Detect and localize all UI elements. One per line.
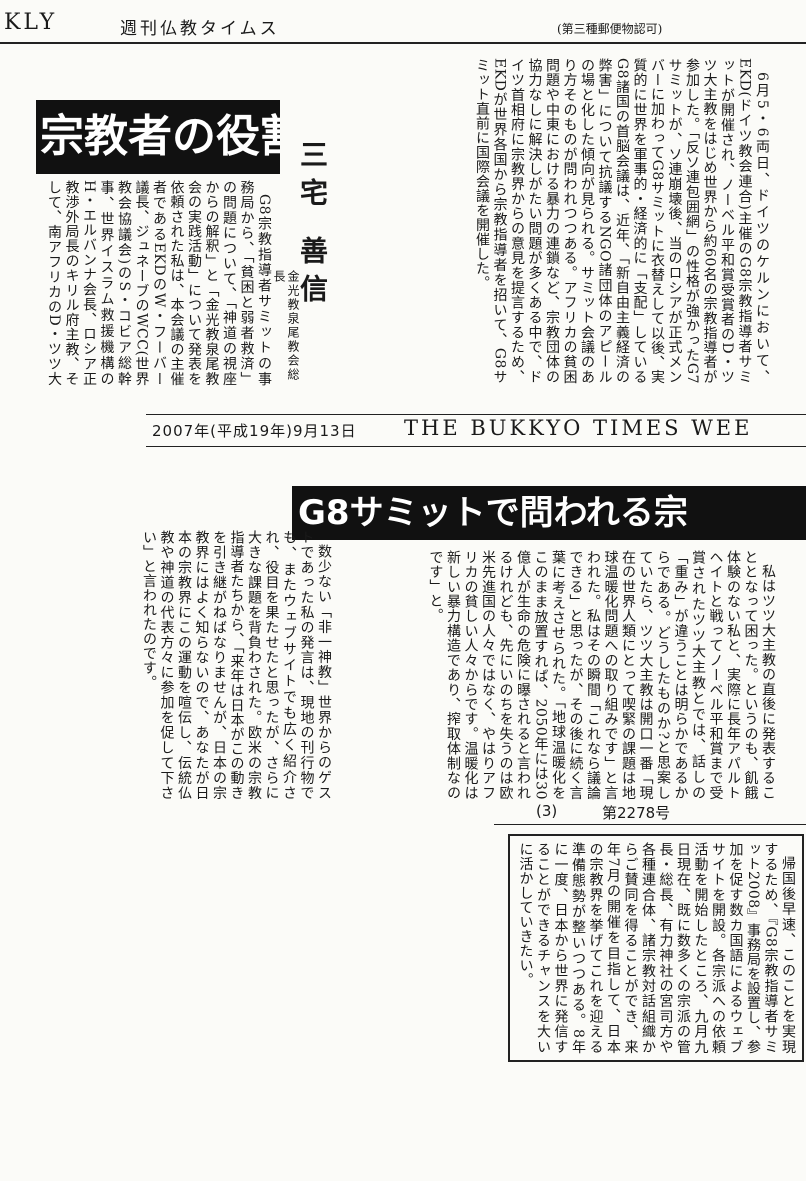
header-rule bbox=[0, 42, 806, 44]
date-line: 2007年(平成19年)9月13日 bbox=[152, 422, 357, 440]
headline-text: 宗教者の役割 bbox=[40, 111, 280, 162]
paper-name: 週刊仏教タイムス bbox=[120, 19, 280, 39]
boxed-article: 帰国後早速、このことを実現するため、『G8宗教指導者サミット2008』事務局を設… bbox=[508, 834, 804, 1062]
headline-banner-top: 宗教者の役割 bbox=[36, 100, 280, 174]
article-top-right-text: 6月5・6両日、ドイツのケルンにおいて、EKD(ドイツ教会連合)主催のG8宗教指… bbox=[474, 58, 770, 384]
article-middle-right-text: 私はツツ大主教の直後に発表することとなって困った。というのも、飢餓体験のない私と… bbox=[427, 550, 777, 800]
headline-banner-middle: G8サミットで問われる宗 bbox=[292, 486, 806, 540]
date-rule-bottom bbox=[146, 446, 806, 447]
postal-note: (第三種郵便物認可) bbox=[557, 22, 663, 36]
author-name: 三宅 善信 bbox=[296, 140, 329, 312]
date-rule-top bbox=[146, 414, 806, 415]
article-top-right-column: 6月5・6両日、ドイツのケルンにおいて、EKD(ドイツ教会連合)主催のG8宗教指… bbox=[338, 58, 770, 384]
headline-text-middle: G8サミットで問われる宗 bbox=[298, 493, 688, 533]
boxed-article-column: 帰国後早速、このことを実現するため、『G8宗教指導者サミット2008』事務局を設… bbox=[516, 842, 797, 1054]
article-middle-right-column: 私はツツ大主教の直後に発表することとなって困った。というのも、飢餓体験のない私と… bbox=[336, 550, 777, 800]
article-top-left-text: G8宗教指導者サミットの事務局から、「貧困と弱者救済」の問題について、「神道の視… bbox=[46, 180, 272, 386]
article-middle-left-column: 数少ない「非一神教」世界からのゲストであった私の発言は、現地の刊行物でも、またウ… bbox=[120, 530, 332, 800]
article-top-left-column: G8宗教指導者サミットの事務局から、「貧困と弱者救済」の問題について、「神道の視… bbox=[46, 180, 272, 386]
paper-name-en: THE BUKKYO TIMES WEE bbox=[404, 416, 753, 440]
author-title: 金光教泉尾教会総長 bbox=[272, 270, 300, 382]
issue-number: 第2278号 bbox=[602, 804, 671, 822]
article-middle-left-text: 数少ない「非一神教」世界からのゲストであった私の発言は、現地の刊行物でも、またウ… bbox=[141, 530, 332, 800]
masthead-fragment: KLY bbox=[4, 10, 58, 35]
page-info-rule bbox=[494, 824, 806, 825]
boxed-article-text: 帰国後早速、このことを実現するため、『G8宗教指導者サミット2008』事務局を設… bbox=[517, 842, 797, 1054]
page-number: (3) bbox=[536, 802, 558, 820]
